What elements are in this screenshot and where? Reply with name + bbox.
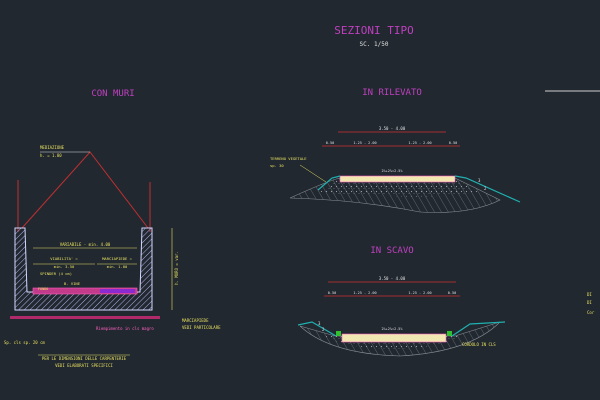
rilevato-dim-left: 0.50 — [326, 141, 334, 145]
section-title-con-muri: CON MURI — [91, 89, 134, 99]
marciapiede-value: min. 1.00 — [107, 264, 128, 269]
note-line-1: PER LE DIMENSIONI DELLE CARPENTERIE — [42, 356, 127, 361]
edge-label-1: DI — [587, 292, 592, 297]
page-title: SEZIONI TIPO — [334, 24, 413, 37]
section-in-scavo: IN SCAVO 3.50 - 4.00 0.50 1.25 - 2.00 1.… — [297, 246, 506, 357]
scavo-slope-den: 2 — [322, 327, 325, 332]
edge-label-2: DI — [587, 300, 592, 305]
mediazione-height: h. = 1.80 — [40, 153, 62, 158]
rilevato-left-slope — [317, 175, 341, 191]
rilevato-pend-label: 2%+2%=2.5% — [381, 169, 403, 173]
scavo-dim-mid1: 1.25 - 2.00 — [353, 291, 376, 295]
variabile-label: VARIABILE - min. 4.00 — [60, 242, 111, 247]
scavo-right-curb — [447, 331, 452, 336]
fondo-label: FONDO — [38, 287, 48, 291]
scale-label: SC. 1/50 — [360, 41, 389, 48]
roof-outline — [21, 151, 149, 229]
scavo-total-label: 3.50 - 4.00 — [379, 276, 406, 281]
scavo-pavement — [341, 333, 447, 343]
rilevato-pavement — [339, 175, 456, 183]
note-line-2: VEDI ELABORATI SPECIFICI — [55, 363, 113, 368]
rilevato-dim-mid1: 1.25 - 2.00 — [353, 141, 376, 145]
cordolo-label: CORDOLO IN CLS — [462, 342, 496, 347]
rilevato-total-label: 3.50 - 4.00 — [379, 126, 406, 131]
edge-label-3: Cor — [587, 310, 595, 315]
viabilita-value: min. 3.50 — [54, 264, 75, 269]
section-title-in-scavo: IN SCAVO — [370, 246, 413, 256]
section-in-rilevato: IN RILEVATO 3.50 - 4.00 0.50 1.25 - 2.00… — [270, 88, 521, 213]
binder-label: B. VINE — [64, 281, 81, 286]
scavo-pend-label: 2%+2%=2.5% — [381, 327, 403, 331]
scavo-dim-right: 0.50 — [448, 291, 456, 295]
marciapiede-label: MARCIAPIEDE = — [102, 256, 132, 261]
marciapiede-note: MARCIAPIEDE — [182, 318, 209, 323]
spessore-note: Sp. cls sp. 20 cm — [4, 340, 46, 345]
riempimento-note: Riempimento in cls magro — [96, 326, 154, 331]
terreno-label: TERRENO VEGETALE — [270, 156, 307, 161]
retaining-walls — [14, 227, 153, 311]
rilevato-dim-right: 0.50 — [449, 141, 457, 145]
height-label: h. MURO = var. — [174, 251, 179, 285]
scavo-right-slope — [451, 321, 506, 337]
spinder-label: SPINDER (4 cm) — [40, 271, 72, 276]
scavo-dim-left: 0.50 — [328, 291, 336, 295]
rilevato-right-slope — [454, 175, 521, 203]
sidewalk-slab — [100, 289, 135, 293]
rilevato-slope-num: 3 — [478, 178, 481, 183]
terreno-sp-label: sp. 30 — [270, 163, 284, 168]
scavo-slope-num: 3 — [318, 321, 321, 326]
road-slab — [32, 287, 138, 295]
rilevato-dim-mid2: 1.25 - 2.00 — [408, 141, 431, 145]
vedi-particolare-note: VEDI PARTICOLARE — [182, 325, 221, 330]
rilevato-slope-den: 2 — [484, 186, 487, 191]
scavo-left-slope — [297, 321, 337, 337]
section-title-in-rilevato: IN RILEVATO — [362, 88, 422, 98]
foundation-base — [10, 316, 160, 319]
section-con-muri: CON MURI MEDIAZIONE h. = 1.80 VARIABILE … — [4, 89, 221, 368]
viabilita-label: VIABILITA' = — [50, 256, 78, 261]
scavo-left-curb — [336, 331, 341, 336]
mediazione-label: MEDIAZIONE — [40, 145, 65, 150]
scavo-dim-mid2: 1.25 - 2.00 — [408, 291, 431, 295]
terreno-leader — [299, 164, 327, 183]
rilevato-gravel — [320, 178, 478, 197]
